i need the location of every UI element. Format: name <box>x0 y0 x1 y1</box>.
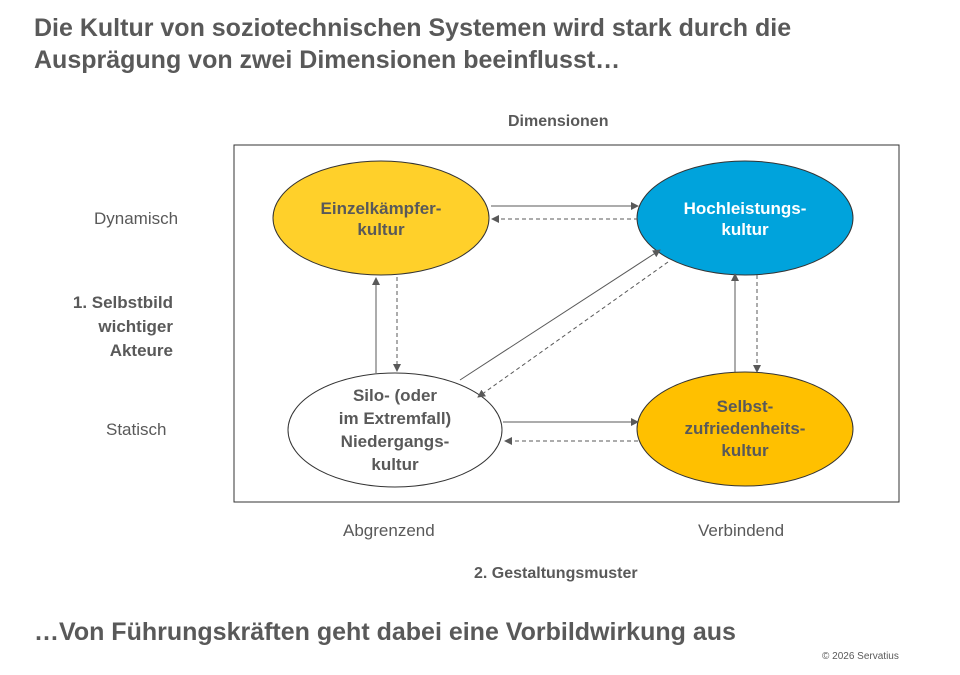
y-axis-label-line: Akteure <box>109 341 173 360</box>
node-line: Silo- (oder <box>352 386 438 405</box>
node-label-selbstzufriedenheit: Selbst- zufriedenheits- kultur <box>685 396 806 462</box>
arrow-hoch-to-silo <box>477 261 669 398</box>
y-axis-label: 1. Selbstbild wichtiger Akteure <box>73 291 173 363</box>
y-axis-label-line: wichtiger <box>98 317 173 336</box>
node-einzelkaempfer <box>272 160 490 276</box>
dimensions-heading: Dimensionen <box>508 113 609 130</box>
node-line: kultur <box>371 455 419 474</box>
node-line: im Extremfall) <box>338 409 452 428</box>
node-selbstzufriedenheit <box>636 371 854 487</box>
x-axis-right-label: Verbindend <box>698 521 785 540</box>
node-label-hochleistung: Hochleistungs- kultur <box>684 198 807 240</box>
node-silo <box>287 372 503 488</box>
node-line: zufriedenheits- <box>684 419 806 438</box>
x-axis-label: 2. Gestaltungsmuster <box>474 565 638 582</box>
slide-title: Die Kultur von soziotechnischen Systemen… <box>34 14 792 74</box>
node-line: kultur <box>721 441 769 460</box>
y-axis-top-label: Dynamisch <box>94 209 179 228</box>
arrow-silo-to-hoch <box>459 249 661 381</box>
node-line: Selbst- <box>716 397 774 416</box>
x-axis-left-label: Abgrenzend <box>343 521 435 540</box>
y-axis-bottom-label: Statisch <box>106 420 167 439</box>
node-line: Niedergangs- <box>340 432 450 451</box>
node-line: Hochleistungs- <box>683 199 807 218</box>
node-line: kultur <box>721 220 769 239</box>
node-line: Einzelkämpfer- <box>320 199 442 218</box>
copyright: © 2026 Servatius <box>822 651 899 662</box>
footer-statement: …Von Führungskräften geht dabei eine Vor… <box>34 618 736 646</box>
node-label-einzelkaempfer: Einzelkämpfer- kultur <box>321 198 442 240</box>
y-axis-label-line: 1. Selbstbild <box>72 293 173 312</box>
node-hochleistung <box>636 160 854 276</box>
node-line: kultur <box>357 220 405 239</box>
node-label-silo: Silo- (oder im Extremfall) Niedergangs- … <box>339 384 451 476</box>
